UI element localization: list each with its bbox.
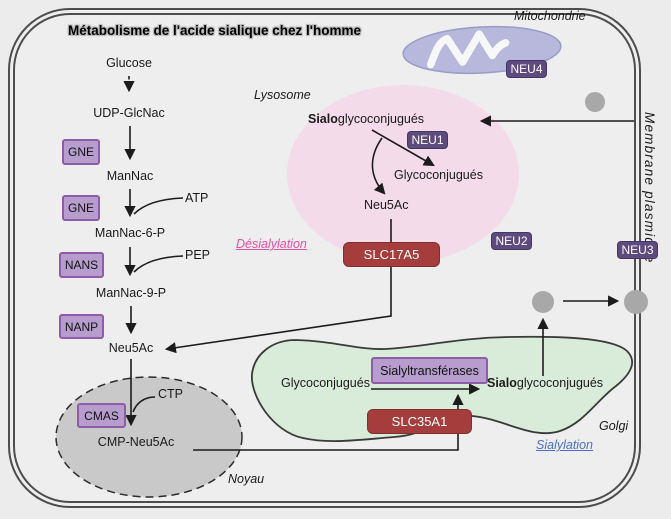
metabolite-cmp-neu5ac: CMP-Neu5Ac	[97, 435, 175, 449]
vesicle-circle-top	[585, 92, 605, 112]
sialidase-box-neu4: NEU4	[506, 60, 547, 78]
sialidase-neu2-label: NEU2	[495, 234, 528, 248]
membrane-plasmique-label: Membrane plasmique	[642, 112, 657, 264]
arrow-sialo-to-neu5ac-lysosome	[371, 137, 386, 195]
enzyme-gne-2-label: GNE	[67, 201, 94, 215]
sialidase-neu3-label: NEU3	[621, 243, 654, 257]
transporter-slc35a1-label: SLC35A1	[391, 414, 448, 429]
mitochondrie-cristae-squiggle	[426, 30, 510, 69]
sialidase-box-neu2: NEU2	[491, 232, 532, 250]
sialo-rest: glycoconjugués	[337, 112, 425, 126]
enzyme-nanp-label: NANP	[64, 319, 99, 334]
golgi-glycoconjugues: Glycoconjugués	[281, 376, 370, 390]
transporter-box-slc17a5: SLC17A5	[343, 242, 440, 267]
desialylation-label: Désialylation	[236, 237, 307, 251]
sialidase-box-neu1: NEU1	[407, 131, 448, 149]
curve-atp	[133, 197, 184, 215]
metabolite-neu5ac-cytoplasm: Neu5Ac	[108, 341, 154, 355]
enzyme-box-gne-1: GNE	[62, 139, 100, 165]
lysosome-label: Lysosome	[254, 88, 311, 102]
vesicle-circle-membrane	[624, 290, 648, 314]
enzyme-gne-1-label: GNE	[67, 145, 94, 159]
cofactor-pep: PEP	[185, 248, 211, 262]
enzyme-box-nans: NANS	[59, 252, 104, 278]
arrow-sialo-to-glyco-lysosome	[371, 129, 435, 167]
sialidase-box-neu3: NEU3	[617, 241, 658, 259]
cofactor-atp: ATP	[185, 191, 209, 205]
sialylation-label: Sialylation	[536, 438, 593, 452]
metabolite-glucose: Glucose	[106, 56, 152, 70]
transporter-box-slc35a1: SLC35A1	[367, 409, 472, 434]
enzyme-sialyltransferases-label: Sialyltransférases	[380, 363, 479, 378]
metabolite-udp-glcnac: UDP-GlcNac	[93, 106, 165, 120]
sialo-rest: glycoconjugués	[516, 376, 604, 390]
metabolite-mannac-6-p: ManNac-6-P	[94, 226, 166, 240]
metabolite-mannac: ManNac	[106, 169, 154, 183]
vesicle-circle-cytoplasm	[532, 291, 554, 313]
lysosome-shape	[287, 85, 519, 263]
golgi-sialoglycoconjugues: Sialoglycoconjugués	[487, 376, 604, 391]
sialidase-neu1-label: NEU1	[411, 133, 444, 147]
mitochondrie-label: Mitochondrie	[514, 9, 586, 23]
metabolite-mannac-9-p: ManNac-9-P	[95, 286, 167, 300]
sialidase-neu4-label: NEU4	[510, 62, 543, 76]
curve-ctp	[132, 396, 156, 413]
enzyme-nans-label: NANS	[64, 258, 99, 272]
cofactor-ctp: CTP	[158, 387, 183, 401]
page-title: Métabolisme de l'acide sialique chez l'h…	[68, 23, 362, 38]
lysosome-glycoconjugues: Glycoconjugués	[394, 168, 483, 182]
curve-pep	[133, 255, 184, 273]
lysosome-sialoglycoconjugues: Sialoglycoconjugués	[308, 112, 425, 127]
sialo-bold-prefix: Sialo	[487, 376, 517, 390]
transporter-slc17a5-label: SLC17A5	[363, 247, 420, 262]
sialo-bold-prefix: Sialo	[308, 112, 338, 126]
enzyme-box-sialyltransferases: Sialyltransférases	[371, 357, 488, 384]
enzyme-box-gne-2: GNE	[62, 195, 100, 221]
enzyme-box-cmas: CMAS	[77, 403, 126, 428]
enzyme-cmas-label: CMAS	[84, 408, 119, 423]
golgi-label: Golgi	[599, 419, 629, 433]
enzyme-box-nanp: NANP	[59, 314, 104, 339]
lysosome-neu5ac: Neu5Ac	[364, 198, 409, 212]
noyau-label: Noyau	[228, 472, 265, 486]
